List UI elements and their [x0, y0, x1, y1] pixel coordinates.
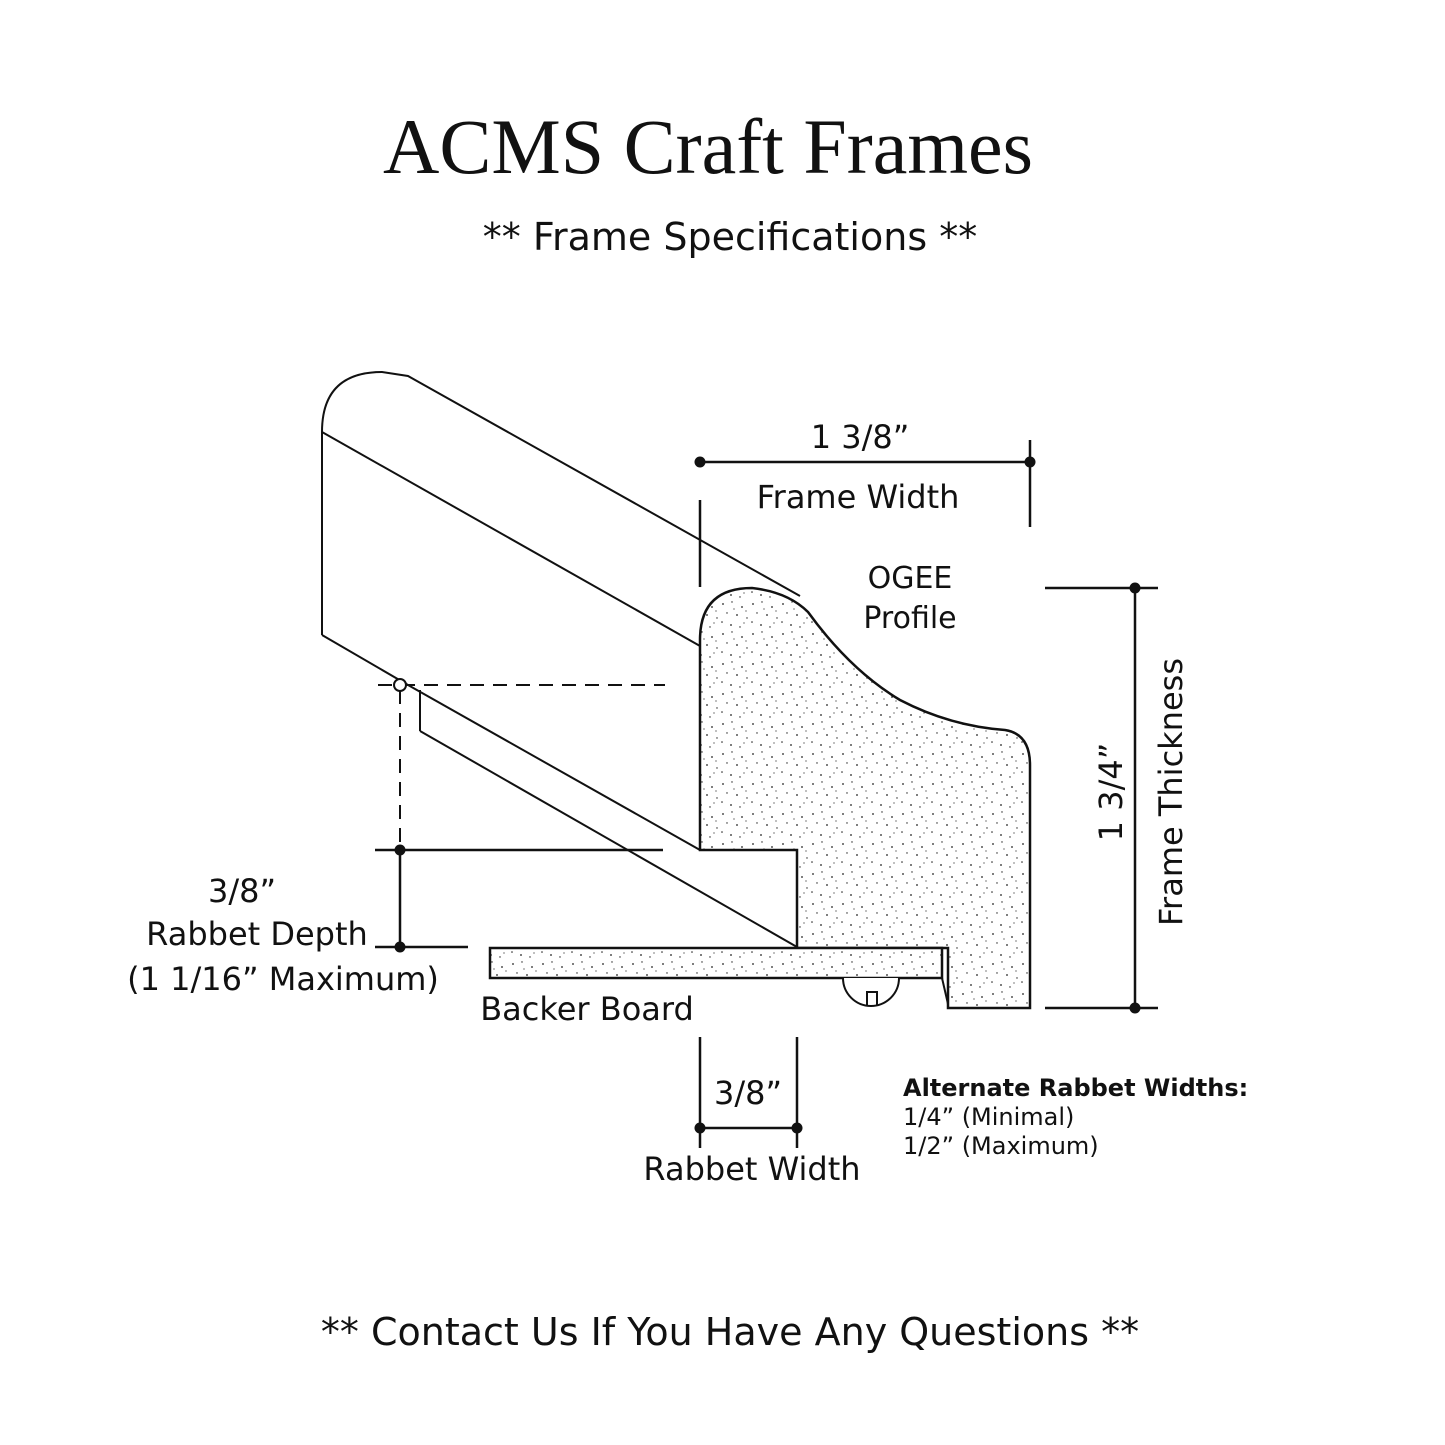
backer-board-label: Backer Board: [480, 990, 694, 1028]
profile-label-line2: Profile: [863, 601, 956, 636]
contact-footer: ** Contact Us If You Have Any Questions …: [321, 1310, 1139, 1354]
profile-label-line1: OGEE: [868, 561, 953, 596]
rabbet-width-value: 3/8”: [714, 1074, 782, 1112]
alternate-width-minimal: 1/4” (Minimal): [903, 1103, 1074, 1131]
page-title: ACMS Craft Frames: [383, 103, 1033, 190]
rabbet-depth-label: Rabbet Depth: [146, 915, 368, 953]
rabbet-width-label: Rabbet Width: [643, 1150, 860, 1188]
frame-width-label: Frame Width: [757, 478, 960, 516]
frame-width-dimension: [694, 440, 1036, 587]
rabbet-width-dimension: [694, 1037, 803, 1148]
frame-thickness-label: Frame Thickness: [1152, 658, 1190, 926]
backer-board-edge: [941, 977, 949, 1005]
rabbet-depth-dimension: [375, 844, 663, 953]
backer-board-section: [488, 946, 944, 980]
frame-perspective-side: [321, 370, 801, 948]
ogee-profile-section: [698, 586, 1032, 1010]
page-subtitle: ** Frame Specifications **: [483, 215, 977, 259]
rabbet-depth-value: 3/8”: [208, 872, 276, 910]
turn-button-slot: [866, 991, 878, 1006]
frame-thickness-dimension: [1045, 582, 1158, 1014]
alternate-width-maximum: 1/2” (Maximum): [903, 1132, 1099, 1160]
reference-point: [393, 678, 407, 692]
rabbet-depth-maximum: (1 1/16” Maximum): [127, 960, 439, 998]
alternate-widths-heading: Alternate Rabbet Widths:: [903, 1074, 1248, 1102]
frame-width-value: 1 3/8”: [811, 418, 910, 456]
frame-thickness-value: 1 3/4”: [1092, 743, 1130, 842]
